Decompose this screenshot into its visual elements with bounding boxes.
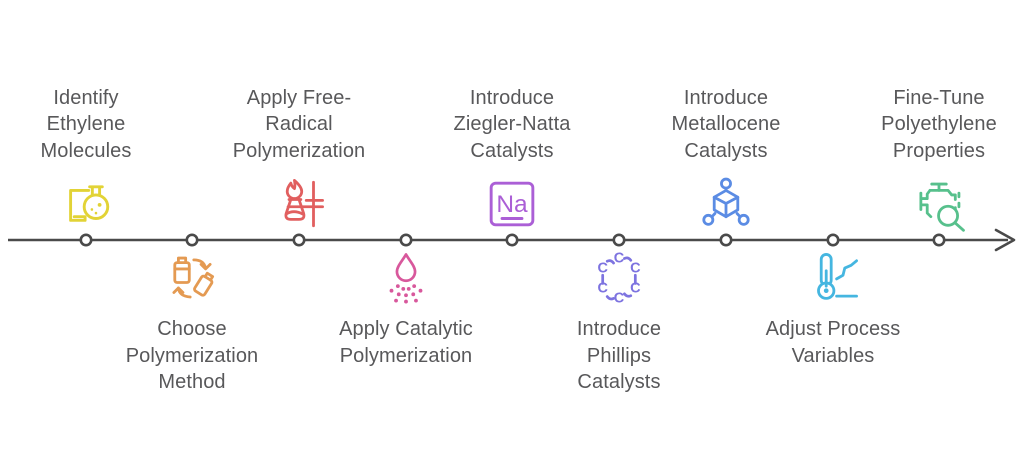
step-metallocene: Introduce Metallocene Catalysts xyxy=(663,68,789,233)
carbon-atom-text: C xyxy=(597,261,608,277)
spray-droplet-icon xyxy=(375,249,437,307)
step-label: Apply Catalytic Polymerization xyxy=(339,318,473,367)
step-label: Introduce Phillips Catalysts xyxy=(576,318,662,393)
step-adjust-variables: Adjust Process Variables xyxy=(752,249,914,369)
timeline-arrowhead-icon xyxy=(994,228,1016,252)
step-identify-ethylene: Identify Ethylene Molecules xyxy=(30,68,142,233)
step-label: Apply Free-Radical Polymerization xyxy=(232,86,366,162)
step-ziegler-natta: Introduce Ziegler-Natta Catalysts Na xyxy=(449,68,575,233)
carbon-atom-text: C xyxy=(614,251,625,267)
step-label: Fine-Tune Polyethylene Properties xyxy=(881,86,997,162)
timeline-node xyxy=(79,233,93,247)
step-free-radical: Apply Free-Radical Polymerization xyxy=(228,68,370,233)
timeline-node xyxy=(932,233,946,247)
step-label: Introduce Ziegler-Natta Catalysts xyxy=(453,86,571,162)
carbon-atom-text: C xyxy=(630,261,641,277)
step-catalytic-polymerization: Apply Catalytic Polymerization xyxy=(323,249,489,369)
step-label: Introduce Metallocene Catalysts xyxy=(671,86,781,162)
battery-cycle-icon xyxy=(161,249,223,307)
timeline-node xyxy=(185,233,199,247)
step-fine-tune: Fine-Tune Polyethylene Properties xyxy=(873,68,1005,233)
engine-magnifier-icon xyxy=(906,175,972,233)
carbon-atom-text: C xyxy=(614,290,625,306)
carbon-ring-icon: C C C C C C xyxy=(588,249,650,307)
element-symbol-text: Na xyxy=(496,191,528,218)
timeline-node xyxy=(826,233,840,247)
carbon-atom-text: C xyxy=(597,281,608,297)
step-label: Adjust Process Variables xyxy=(765,318,901,367)
molecule-cube-icon xyxy=(697,175,755,233)
element-na-icon: Na xyxy=(483,175,541,233)
timeline-node xyxy=(399,233,413,247)
timeline-node xyxy=(719,233,733,247)
step-choose-method: Choose Polymerization Method xyxy=(121,249,263,396)
timeline-node xyxy=(505,233,519,247)
flame-flask-icon xyxy=(268,175,330,233)
timeline-node xyxy=(612,233,626,247)
timeline-node xyxy=(292,233,306,247)
step-phillips-catalysts: C C C C C C Introduce Phillips Catalysts xyxy=(563,249,675,396)
thermometer-chart-icon xyxy=(802,249,864,307)
carbon-atom-text: C xyxy=(630,281,641,297)
step-label: Identify Ethylene Molecules xyxy=(40,86,132,162)
step-label: Choose Polymerization Method xyxy=(125,318,259,393)
flask-stand-icon xyxy=(55,175,117,233)
